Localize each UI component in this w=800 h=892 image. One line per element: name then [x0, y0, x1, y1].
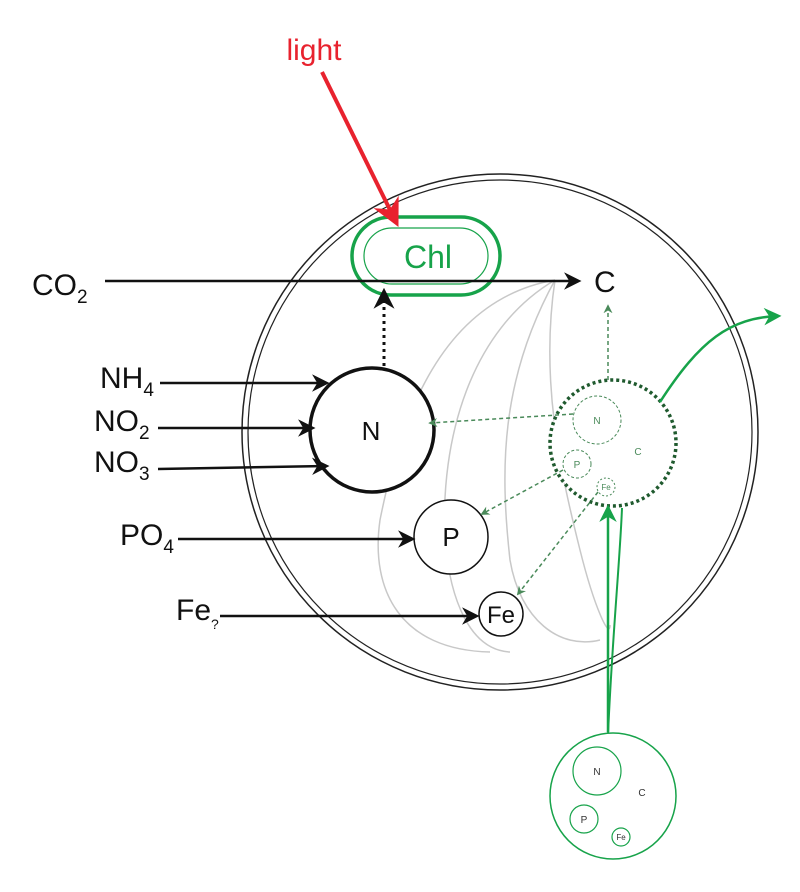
no2-label: NO2	[94, 405, 150, 444]
external-p-label: P	[581, 815, 588, 826]
no3-label: NO3	[94, 446, 150, 485]
ingested-fe-label: Fe	[601, 483, 611, 492]
fe-input-label: Fe?	[176, 594, 219, 632]
nitrogen-label: N	[362, 416, 381, 446]
ingested-p-label: P	[574, 460, 581, 471]
export-arrow	[658, 307, 782, 403]
po4-label: PO4	[120, 519, 174, 558]
no3-arrow	[157, 457, 330, 475]
ingested-pool: N P Fe C	[548, 378, 678, 508]
ingestion-arrow-secondary	[607, 507, 623, 736]
external-prey-particle: N P Fe C	[549, 732, 677, 860]
ingested-c-label: C	[634, 447, 641, 458]
chl-label: Chl	[404, 239, 452, 275]
recycling-arrows	[428, 304, 613, 596]
iron-label: Fe	[487, 602, 515, 629]
ingested-n-label: N	[593, 416, 600, 427]
external-c-label: C	[638, 788, 645, 799]
external-fe-label: Fe	[616, 833, 626, 842]
carbon-label: C	[594, 266, 616, 299]
light-label: light	[286, 34, 342, 67]
co2-label: CO2	[32, 269, 88, 308]
phosphorus-label: P	[442, 522, 459, 552]
cell-membrane	[241, 173, 759, 691]
external-n-label: N	[593, 767, 600, 778]
nh4-label: NH4	[100, 362, 154, 401]
light-arrow	[320, 71, 399, 228]
chlorophyll-body: Chl	[350, 215, 502, 297]
